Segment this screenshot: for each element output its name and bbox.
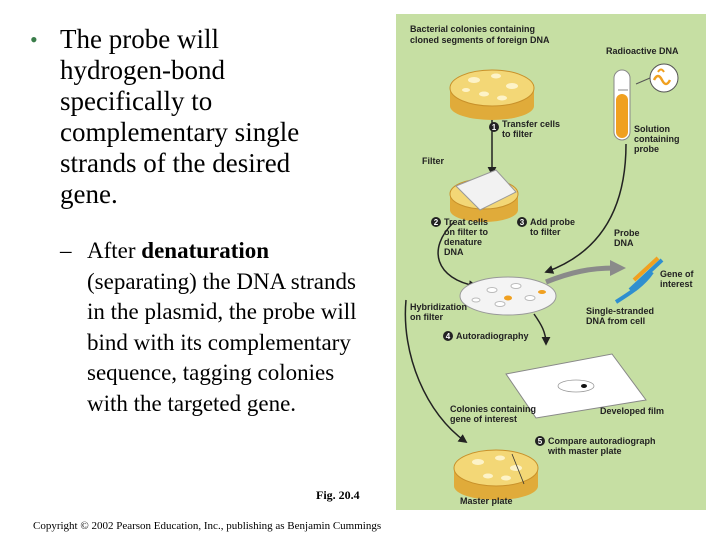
bullet-marker: • xyxy=(30,27,38,52)
developed-film xyxy=(505,353,647,419)
probe-gene-strands xyxy=(614,256,664,304)
label-bacterial-colonies-2: cloned segments of foreign DNA xyxy=(410,35,550,45)
sub-bullet: – After denaturation (separating) the DN… xyxy=(60,236,370,419)
colonies-dish xyxy=(449,69,535,120)
colony-hybridization-diagram: 1 2 3 4 5 Bacterial colonies containing … xyxy=(396,14,706,510)
step-1-number: 1 xyxy=(492,123,497,132)
probe-test-tube xyxy=(613,69,631,141)
label-single-stranded-2: DNA from cell xyxy=(586,316,645,326)
label-step4: Autoradiography xyxy=(456,331,529,341)
label-solution-1: Solution xyxy=(634,124,670,134)
arrow-probe-to-hybrid xyxy=(544,143,627,274)
label-step2-2: on filter to xyxy=(444,227,488,237)
sub-bold-term: denaturation xyxy=(141,238,270,263)
label-developed-film: Developed film xyxy=(600,406,664,416)
main-bullet: • The probe will hydrogen-bond specifica… xyxy=(30,24,300,210)
hybridization-filter xyxy=(459,276,557,316)
filter-dish xyxy=(449,169,519,222)
label-gene-interest-2: interest xyxy=(660,279,693,289)
copyright-notice: Copyright © 2002 Pearson Education, Inc.… xyxy=(33,520,382,532)
step-3-number: 3 xyxy=(520,218,525,227)
master-plate xyxy=(453,449,539,500)
label-solution-2: containing xyxy=(634,134,680,144)
figure-reference: Fig. 20.4 xyxy=(316,488,360,502)
label-step2-1: Treat cells xyxy=(444,217,488,227)
label-step1-2: to filter xyxy=(502,129,533,139)
arrow-filter-to-hybrid xyxy=(437,221,478,290)
label-solution-3: probe xyxy=(634,144,659,154)
step-2-number: 2 xyxy=(434,218,439,227)
label-hybridization-2: on filter xyxy=(410,312,443,322)
label-gene-interest-1: Gene of xyxy=(660,269,695,279)
dash-marker: – xyxy=(60,238,72,263)
zoom-arrow xyxy=(545,265,615,285)
label-bacterial-colonies-1: Bacterial colonies containing xyxy=(410,24,535,34)
label-filter: Filter xyxy=(422,156,445,166)
label-step3-2: to filter xyxy=(530,227,561,237)
label-probe-dna-1: Probe xyxy=(614,228,640,238)
arrow-hybrid-to-film xyxy=(533,313,551,346)
label-step2-4: DNA xyxy=(444,247,464,257)
label-master-plate: Master plate xyxy=(460,496,513,506)
label-step5-2: with master plate xyxy=(547,446,622,456)
label-probe-dna-2: DNA xyxy=(614,238,634,248)
label-radioactive-dna: Radioactive DNA xyxy=(606,46,679,56)
sub-prefix: After xyxy=(87,238,142,263)
label-step3-1: Add probe xyxy=(530,217,575,227)
arrow-film-to-master xyxy=(404,299,468,444)
radioactive-dna-icon xyxy=(635,63,679,93)
step-5-number: 5 xyxy=(538,437,543,446)
label-step5-1: Compare autoradiograph xyxy=(548,436,656,446)
label-step1-1: Transfer cells xyxy=(502,119,560,129)
main-bullet-text: The probe will hydrogen-bond specificall… xyxy=(60,24,300,209)
sub-bullet-text: After denaturation (separating) the DNA … xyxy=(87,236,370,419)
step-4-number: 4 xyxy=(446,332,451,341)
label-colonies-gene-2: gene of interest xyxy=(450,414,517,424)
label-step2-3: denature xyxy=(444,237,482,247)
label-single-stranded-1: Single-stranded xyxy=(586,306,654,316)
label-hybridization-1: Hybridization xyxy=(410,302,467,312)
label-colonies-gene-1: Colonies containing xyxy=(450,404,536,414)
sub-rest: (separating) the DNA strands in the plas… xyxy=(87,268,357,416)
